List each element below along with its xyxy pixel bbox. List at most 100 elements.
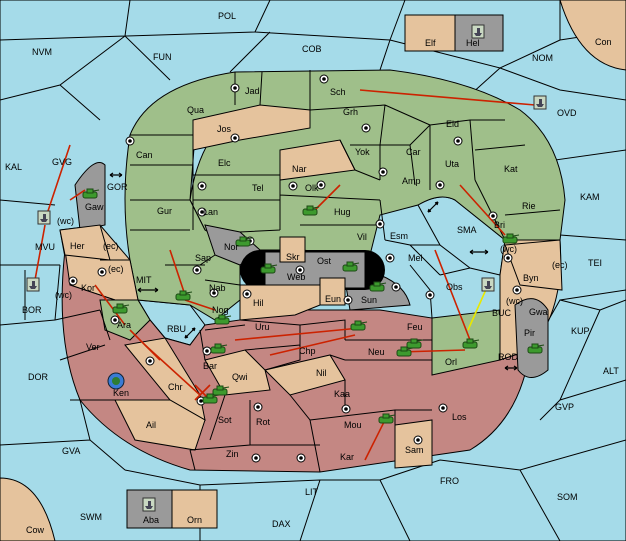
label-zin: Zin — [226, 449, 239, 459]
label-elf: Elf — [425, 38, 436, 48]
label-nor: Nor — [224, 242, 239, 252]
supply-center-marker — [391, 282, 401, 292]
label-jos: Jos — [217, 124, 232, 134]
army-unit-gaw[interactable] — [82, 188, 100, 199]
label-wc-bri: (wc) — [500, 244, 517, 254]
label-hel: Hel — [466, 38, 480, 48]
label-cob: COB — [302, 44, 322, 54]
label-mou: Mou — [344, 420, 362, 430]
label-gaw: Gaw — [85, 202, 104, 212]
army-unit-uru[interactable] — [350, 320, 368, 331]
label-gvg: GVG — [52, 157, 72, 167]
label-nvm: NVM — [32, 47, 52, 57]
label-nil: Nil — [316, 368, 327, 378]
label-nog: Nog — [212, 305, 229, 315]
label-byn: Byn — [523, 273, 539, 283]
supply-center-marker — [453, 136, 463, 146]
order-arrow — [34, 224, 46, 281]
supply-center-marker — [253, 402, 263, 412]
army-unit-mou[interactable] — [378, 413, 396, 424]
supply-center-marker — [413, 435, 423, 445]
connection-gor — [109, 172, 123, 178]
special-unit-ken[interactable] — [107, 372, 125, 390]
army-unit-orl[interactable] — [462, 338, 480, 349]
army-unit-nog[interactable] — [214, 314, 232, 325]
fleet-unit-aba[interactable] — [142, 497, 156, 512]
army-unit-sot[interactable] — [212, 385, 230, 396]
label-pir: Pir — [524, 328, 535, 338]
supply-center-marker — [385, 253, 395, 263]
army-unit-feu[interactable] — [396, 346, 414, 357]
label-pol: POL — [218, 11, 236, 21]
label-rod: ROD — [498, 352, 519, 362]
order-arrow — [434, 249, 471, 341]
army-unit-ost[interactable] — [342, 261, 360, 272]
label-fro: FRO — [440, 476, 459, 486]
fleet-unit-bor[interactable] — [26, 277, 40, 292]
army-unit-nor[interactable] — [235, 236, 253, 247]
province-sam[interactable] — [394, 419, 433, 469]
supply-center-marker — [202, 346, 212, 356]
label-kaa: Kaa — [334, 389, 350, 399]
label-sun: Sun — [361, 295, 377, 305]
army-unit-neu[interactable] — [406, 338, 424, 349]
province-orn[interactable] — [171, 489, 218, 529]
supply-center-marker — [230, 133, 240, 143]
supply-center-marker — [242, 289, 252, 299]
label-cow: Cow — [26, 525, 45, 535]
label-gor: GOR — [107, 182, 128, 192]
order-arrow — [459, 184, 506, 236]
panel-elf-hel — [404, 14, 504, 52]
label-chr: Chr — [168, 382, 183, 392]
fleet-unit-mvu[interactable] — [37, 210, 51, 225]
army-unit-ara[interactable] — [112, 303, 130, 314]
fleet-unit-hel[interactable] — [471, 24, 485, 39]
province-hil[interactable] — [239, 284, 321, 321]
label-dor: DOR — [28, 372, 49, 382]
province-byn[interactable] — [504, 239, 563, 291]
army-unit-web[interactable] — [260, 263, 278, 274]
province-pir[interactable] — [514, 298, 549, 378]
army-unit-bri[interactable] — [502, 233, 520, 244]
label-wc-mvu: (wc) — [57, 216, 74, 226]
army-unit-chr[interactable] — [202, 393, 220, 404]
supply-center-marker — [125, 136, 135, 146]
label-qua: Qua — [187, 105, 204, 115]
army-unit-hug[interactable] — [302, 205, 320, 216]
label-bor: BOR — [22, 305, 42, 315]
province-chr[interactable] — [124, 337, 206, 421]
province-ail[interactable] — [114, 399, 206, 451]
supply-center-marker — [288, 181, 298, 191]
label-aba: Aba — [143, 515, 159, 525]
province-skr[interactable] — [279, 236, 306, 263]
province-hel[interactable] — [454, 14, 504, 52]
army-unit-sun[interactable] — [369, 281, 387, 292]
label-swm: SWM — [80, 512, 102, 522]
label-ail: Ail — [146, 420, 156, 430]
fleet-unit-buc[interactable] — [481, 277, 495, 292]
label-amp: Amp — [402, 176, 421, 186]
army-unit-sap[interactable] — [175, 290, 193, 301]
label-kar: Kar — [340, 452, 354, 462]
label-wc-kor: (wc) — [55, 290, 72, 300]
supply-center-marker — [296, 453, 306, 463]
connection-mit — [137, 287, 159, 293]
label-obs: Obs — [446, 282, 463, 292]
label-car: Car — [406, 147, 421, 157]
fleet-unit-ovd[interactable] — [533, 95, 547, 110]
supply-center-marker — [251, 453, 261, 463]
label-yok: Yok — [355, 147, 370, 157]
label-uta: Uta — [445, 159, 459, 169]
label-los: Los — [452, 412, 467, 422]
order-arrow — [364, 419, 386, 461]
label-jad: Jad — [245, 86, 260, 96]
order-arrow — [314, 184, 341, 211]
supply-center-marker — [319, 74, 329, 84]
label-kor: Kor — [81, 283, 95, 293]
order-arrows — [34, 89, 536, 461]
supply-center-marker — [341, 404, 351, 414]
army-unit-bar[interactable] — [210, 343, 228, 354]
army-unit-pir[interactable] — [527, 343, 545, 354]
supply-center-marker — [197, 181, 207, 191]
